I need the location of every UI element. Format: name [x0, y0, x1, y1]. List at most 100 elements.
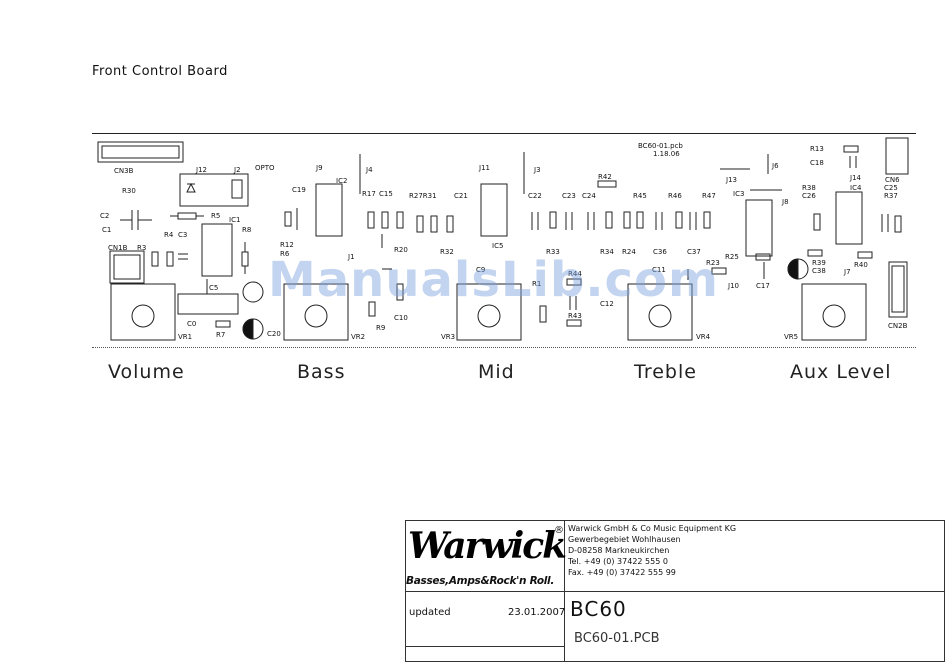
label-c20: C20	[267, 330, 281, 338]
label-r34: R34	[600, 248, 614, 256]
divider	[406, 591, 944, 592]
label-ic4: IC4	[850, 184, 862, 192]
label-c37: C37	[687, 248, 701, 256]
label-j7: J7	[843, 268, 851, 276]
knob-label-volume: Volume	[108, 361, 185, 383]
label-j10: J10	[727, 282, 739, 290]
updated-label: updated	[409, 607, 451, 618]
label-r32: R32	[440, 248, 454, 256]
label-c2: C2	[100, 212, 109, 220]
label-c18: C18	[810, 159, 824, 167]
label-r30: R30	[122, 187, 136, 195]
label-cn3b: CN3B	[114, 167, 134, 175]
pcb-id: BC60-01.pcb	[638, 142, 683, 150]
label-c10: C10	[394, 314, 408, 322]
label-vr3: VR3	[441, 333, 455, 341]
label-c17: C17	[756, 282, 770, 290]
label-r38: R38	[802, 184, 816, 192]
label-ic2: IC2	[336, 177, 347, 185]
label-r9: R9	[376, 324, 385, 332]
label-vr1: VR1	[178, 333, 192, 341]
label-c5: C5	[209, 284, 218, 292]
pcb-schematic: CN3B J12 J2 OPTO J9 J4 J11 J3 R42 R13 C1…	[97, 137, 909, 341]
label-cn2b: CN2B	[888, 322, 908, 330]
label-c23: C23	[562, 192, 576, 200]
watermark: ManualsLib.com	[268, 252, 719, 308]
label-r47: R47	[702, 192, 716, 200]
label-c36: C36	[653, 248, 667, 256]
label-r5: R5	[211, 212, 220, 220]
label-j11: J11	[478, 164, 490, 172]
label-c9: C9	[476, 266, 485, 274]
label-r33: R33	[546, 248, 560, 256]
pcb-file: BC60-01.PCB	[574, 631, 660, 646]
label-c25: C25	[884, 184, 898, 192]
brand-tagline: Basses,Amps&Rock'n Roll.	[406, 575, 555, 587]
knob-label-aux-level: Aux Level	[790, 361, 892, 383]
label-ic5: IC5	[492, 242, 503, 250]
label-c21: C21	[454, 192, 468, 200]
brand-name: Warwick	[408, 525, 567, 567]
label-j1: J1	[347, 253, 355, 261]
label-vr4: VR4	[696, 333, 711, 341]
label-c22: C22	[528, 192, 542, 200]
address-line: D-08258 Markneukirchen	[568, 546, 670, 555]
label-c24: C24	[582, 192, 596, 200]
knob-label-treble: Treble	[634, 361, 697, 383]
label-opto: OPTO	[255, 164, 275, 172]
label-r3: R3	[137, 244, 146, 252]
label-r7: R7	[216, 331, 225, 339]
label-j12: J12	[195, 166, 207, 174]
label-r12: R12	[280, 241, 294, 249]
warwick-logo: Warwick ® Basses,Amps&Rock'n Roll.	[406, 521, 567, 591]
label-c0: C0	[187, 320, 196, 328]
label-r25: R25	[725, 253, 739, 261]
model-name: BC60	[570, 597, 627, 621]
label-j14: J14	[849, 174, 862, 182]
knob-label-bass: Bass	[297, 361, 346, 383]
label-r42: R42	[598, 173, 612, 181]
label-r8: R8	[242, 226, 251, 234]
label-r17: R17	[362, 190, 376, 198]
label-r37: R37	[884, 192, 898, 200]
knob-label-mid: Mid	[478, 361, 515, 383]
address-line: Warwick GmbH & Co Music Equipment KG	[568, 524, 737, 533]
label-r45: R45	[633, 192, 647, 200]
label-j4: J4	[365, 166, 373, 174]
label-ic3: IC3	[733, 190, 744, 198]
label-vr5: VR5	[784, 333, 798, 341]
label-r1: R1	[532, 280, 541, 288]
label-r23: R23	[706, 259, 720, 267]
label-c12: C12	[600, 300, 614, 308]
label-j6: J6	[771, 162, 779, 170]
pcb-version: 1.18.06	[653, 150, 680, 158]
divider	[564, 591, 565, 661]
label-r24: R24	[622, 248, 636, 256]
address-line: Gewerbegebiet Wohlhausen	[568, 535, 681, 544]
label-c1: C1	[102, 226, 111, 234]
label-r44: R44	[568, 270, 582, 278]
label-r4: R4	[164, 231, 174, 239]
page-title: Front Control Board	[92, 64, 228, 79]
label-j3: J3	[533, 166, 541, 174]
label-cn1b: CN1B	[108, 244, 128, 252]
label-r39: R39	[812, 259, 826, 267]
label-j2: J2	[233, 166, 241, 174]
label-r13: R13	[810, 145, 824, 153]
address-line: Tel. +49 (0) 37422 555 0	[568, 557, 668, 566]
label-c26: C26	[802, 192, 816, 200]
label-cn6: CN6	[885, 176, 900, 184]
label-r20: R20	[394, 246, 408, 254]
label-r40: R40	[854, 261, 868, 269]
label-r27r31: R27R31	[409, 192, 437, 200]
label-c38: C38	[812, 267, 826, 275]
pcb-board: CN3B J12 J2 OPTO J9 J4 J11 J3 R42 R13 C1…	[92, 133, 916, 348]
address-line: Fax. +49 (0) 37422 555 99	[568, 568, 676, 577]
updated-date: 23.01.2007	[508, 607, 566, 618]
label-j13: J13	[725, 176, 737, 184]
registered-mark: ®	[554, 525, 564, 536]
label-c15: C15	[379, 190, 393, 198]
company-address: Warwick GmbH & Co Music Equipment KG Gew…	[568, 523, 736, 578]
label-r46: R46	[668, 192, 682, 200]
divider	[406, 646, 564, 647]
